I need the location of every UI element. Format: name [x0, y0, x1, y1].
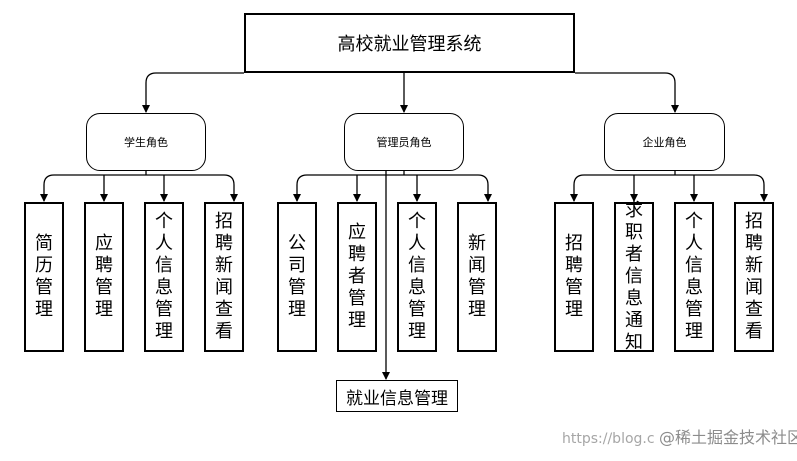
admin-role-box: 管理员角色	[344, 113, 464, 171]
student-module-label: 简历管理	[35, 233, 53, 320]
student-module-box: 招聘新闻查看	[204, 202, 244, 352]
student-module-box: 应聘管理	[84, 202, 124, 352]
admin-module-box: 个人信息管理	[397, 202, 437, 352]
enterprise-module-label: 招聘新闻查看	[745, 211, 763, 342]
arrow-title-to-enterprise	[575, 72, 679, 113]
student-role-label: 学生角色	[124, 136, 168, 149]
arrow-title-to-student	[142, 72, 244, 113]
arrow-student-4	[146, 174, 238, 202]
enterprise-module-box: 个人信息管理	[674, 202, 714, 352]
admin-module-label: 个人信息管理	[408, 211, 426, 342]
enterprise-role-label: 企业角色	[642, 136, 687, 149]
student-module-box: 简历管理	[24, 202, 64, 352]
student-role-box: 学生角色	[86, 113, 206, 171]
arrow-admin-1	[293, 174, 404, 202]
enterprise-role-box: 企业角色	[604, 113, 725, 171]
student-module-label: 个人信息管理	[155, 211, 173, 342]
admin-module-label: 新闻管理	[468, 233, 486, 320]
watermark-url: https://blog.c	[562, 431, 655, 447]
enterprise-module-label: 个人信息管理	[685, 211, 703, 342]
student-module-box: 个人信息管理	[144, 202, 184, 352]
arrow-enterprise-4	[675, 174, 768, 202]
admin-module-label: 应聘者管理	[348, 222, 366, 331]
admin-module-box: 新闻管理	[457, 202, 497, 352]
admin-module-box: 应聘者管理	[337, 202, 377, 352]
arrow-student-1	[40, 174, 146, 202]
enterprise-module-label: 求职者信息通知	[625, 200, 643, 353]
enterprise-module-box: 招聘新闻查看	[734, 202, 774, 352]
admin-module-label: 公司管理	[288, 233, 306, 320]
employment-info-box: 就业信息管理	[336, 380, 458, 412]
student-module-label: 招聘新闻查看	[215, 211, 233, 342]
system-title: 高校就业管理系统	[337, 34, 482, 55]
enterprise-module-label: 招聘管理	[565, 233, 583, 320]
admin-module-box: 公司管理	[277, 202, 317, 352]
employment-info-label: 就业信息管理	[346, 388, 448, 409]
enterprise-module-box: 求职者信息通知	[614, 200, 654, 353]
system-title-box: 高校就业管理系统	[244, 13, 575, 73]
watermark: https://blog.c @稀土掘金技术社区	[562, 424, 797, 448]
admin-role-label: 管理员角色	[376, 136, 432, 149]
student-module-label: 应聘管理	[95, 233, 113, 320]
arrow-admin-4	[404, 174, 492, 202]
enterprise-module-box: 招聘管理	[554, 202, 594, 352]
arrow-enterprise-1	[570, 174, 675, 202]
watermark-brand: @稀土掘金技术社区	[659, 428, 797, 447]
